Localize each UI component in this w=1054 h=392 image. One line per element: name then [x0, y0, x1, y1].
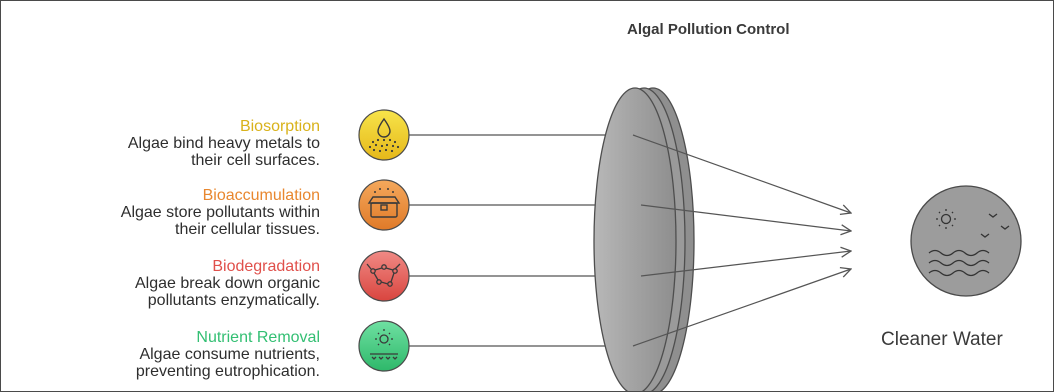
result-label: Cleaner Water — [881, 329, 1003, 350]
biodegradation-circle — [358, 250, 410, 302]
sun-over-water-icon — [370, 329, 398, 360]
item-desc-line1-bioaccumulation: Algae store pollutants within — [120, 204, 320, 221]
item-nutrient-removal: Nutrient Removal Algae consume nutrients… — [1, 329, 320, 380]
water-drop-particles-icon — [368, 117, 400, 153]
item-desc-line2-nutrient-removal: preventing eutrophication. — [135, 363, 320, 380]
nutrient-removal-circle — [358, 320, 410, 372]
item-desc-line1-nutrient-removal: Algae consume nutrients, — [139, 346, 320, 363]
item-title-biodegradation: Biodegradation — [212, 258, 320, 275]
arrow-bioaccumulation — [640, 204, 851, 231]
arrow-biodegradation — [640, 251, 851, 277]
storage-chest-icon — [367, 188, 401, 218]
diagram-title: Algal Pollution Control — [627, 21, 790, 38]
item-desc-line1-biosorption: Algae bind heavy metals to — [127, 135, 320, 152]
bioaccumulation-circle — [358, 179, 410, 231]
item-desc-line1-biodegradation: Algae break down organic — [134, 275, 320, 292]
cleaner-water-circle — [910, 185, 1022, 297]
sun-birds-waves-icon — [928, 209, 1010, 277]
item-biosorption: Biosorption Algae bind heavy metals to t… — [1, 118, 320, 169]
arrow-biosorption — [632, 134, 851, 213]
item-bioaccumulation: Bioaccumulation Algae store pollutants w… — [1, 187, 320, 238]
item-title-nutrient-removal: Nutrient Removal — [196, 329, 320, 346]
item-title-bioaccumulation: Bioaccumulation — [202, 187, 320, 204]
item-desc-line2-bioaccumulation: their cellular tissues. — [175, 221, 320, 238]
arrow-nutrient-removal — [632, 269, 851, 347]
item-desc-line2-biosorption: their cell surfaces. — [191, 152, 320, 169]
item-desc-line2-biodegradation: pollutants enzymatically. — [147, 292, 320, 309]
item-title-biosorption: Biosorption — [239, 118, 320, 135]
lens-filter — [593, 87, 695, 391]
molecule-icon — [366, 263, 401, 287]
biosorption-circle — [358, 109, 410, 161]
item-biodegradation: Biodegradation Algae break down organic … — [1, 258, 320, 309]
